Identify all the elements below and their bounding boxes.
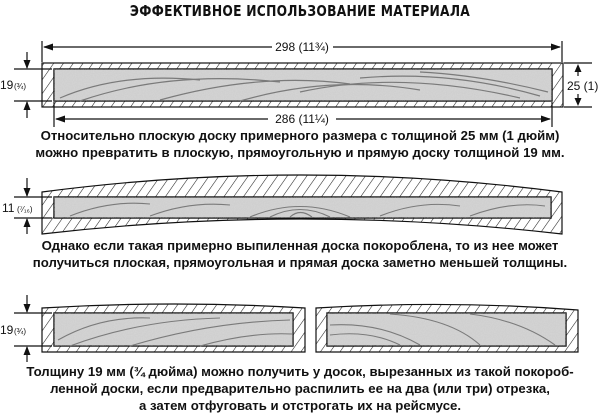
- diagram-cut-segments: 19 (¾): [0, 295, 579, 362]
- dimension-19-fraction: (¾): [14, 82, 26, 91]
- caption-flat-board: Относительно плоскую доску примерного ра…: [0, 127, 600, 161]
- diagram-flat-board: 298 (11¾) 19 (¾) 25 (1): [0, 40, 598, 127]
- caption-warped-board: Однако если такая примерно выпиленная до…: [0, 237, 600, 271]
- dimension-19-b: 19: [0, 323, 14, 337]
- dimension-19-b-fraction: (¾): [14, 327, 26, 336]
- caption-cut-segments: Толщину 19 мм (¾ дюйма) можно получить у…: [0, 363, 600, 414]
- caption-line: можно превратить в плоскую, прямоугольну…: [35, 145, 565, 160]
- dimension-286: 286 (11¼): [275, 112, 329, 126]
- arrow-right-icon: [551, 43, 561, 51]
- dimension-25: 25 (1): [567, 79, 598, 93]
- dimension-298: 298 (11¾): [275, 40, 329, 54]
- caption-line: ленной доски, если предварительно распил…: [50, 381, 550, 396]
- caption-line: Относительно плоскую доску примерного ра…: [40, 128, 560, 143]
- caption-line: Однако если такая примерно выпиленная до…: [41, 238, 559, 253]
- dimension-19: 19: [0, 78, 14, 92]
- dimension-11: 11: [2, 201, 15, 215]
- caption-line: а затем отфуговать и отстрогать их на ре…: [138, 398, 462, 413]
- page-title: ЭФФЕКТИВНОЕ ИСПОЛЬЗОВАНИЕ МАТЕРИАЛА: [129, 2, 471, 20]
- dimension-11-fraction: (⁷⁄₁₆): [17, 205, 33, 214]
- caption-line: получиться плоская, прямоугольная и прям…: [32, 255, 568, 270]
- caption-line: Толщину 19 мм (¾ дюйма) можно получить у…: [26, 364, 574, 379]
- diagram-warped-board: 11 (⁷⁄₁₆): [2, 174, 563, 235]
- arrow-left-icon: [43, 43, 53, 51]
